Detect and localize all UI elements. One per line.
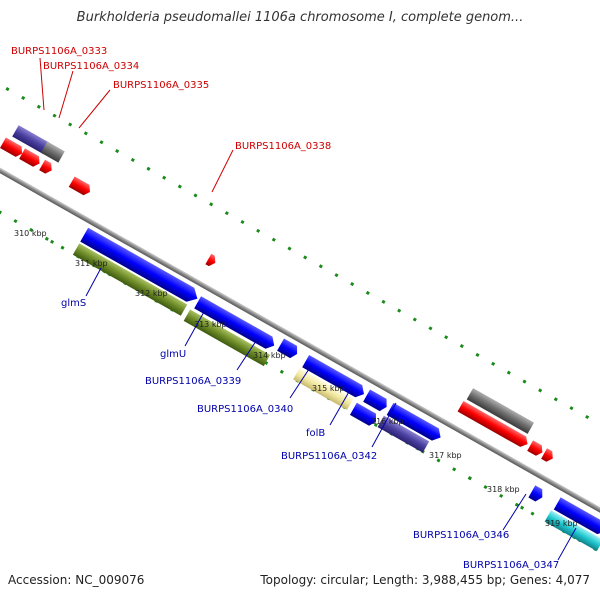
- axis-label-317: 317 kbp: [429, 451, 462, 460]
- gene-reverse-0333[interactable]: [0, 137, 25, 159]
- label-BURPS1106A-0338[interactable]: BURPS1106A_0338: [235, 141, 331, 152]
- leader-0342: [371, 402, 397, 448]
- axis-label-310: 310 kbp: [14, 229, 47, 238]
- label-BURPS1106A-0347[interactable]: BURPS1106A_0347: [463, 560, 559, 571]
- leader-0334: [58, 70, 74, 119]
- axis-label-314: 314 kbp: [253, 351, 286, 360]
- map-title: Burkholderia pseudomallei 1106a chromoso…: [76, 10, 524, 25]
- axis-label-316: 316 kbp: [371, 417, 404, 426]
- label-glmS[interactable]: glmS: [61, 298, 86, 309]
- label-BURPS1106A-0334[interactable]: BURPS1106A_0334: [43, 61, 139, 72]
- leader-0339: [236, 337, 259, 371]
- leader-0335: [78, 89, 111, 129]
- track-group: [0, 69, 600, 583]
- axis-label-313: 313 kbp: [194, 320, 227, 329]
- axis-label-318: 318 kbp: [487, 485, 520, 494]
- gene-reverse-0335[interactable]: [39, 159, 54, 176]
- axis-label-319: 319 kbp: [545, 519, 578, 528]
- gene-rna-glmS[interactable]: [72, 243, 188, 316]
- axis-label-311: 311 kbp: [75, 259, 108, 268]
- topology-summary: Topology: circular; Length: 3,988,455 bp…: [260, 573, 590, 587]
- leader-0346: [502, 493, 527, 531]
- gene-reverse-0336[interactable]: [68, 176, 93, 197]
- gene-forward-folB[interactable]: [349, 402, 380, 428]
- gene-forward-0340a[interactable]: [363, 389, 390, 414]
- axis-label-315: 315 kbp: [312, 384, 345, 393]
- gene-reverse-0334[interactable]: [19, 148, 42, 168]
- gene-purple-0342[interactable]: [377, 415, 430, 453]
- gene-forward-0339a[interactable]: [277, 338, 300, 361]
- gene-forward-glmU-a[interactable]: [194, 296, 277, 352]
- gene-outer-gray-1[interactable]: [12, 125, 50, 155]
- accession-text: Accession: NC_009076: [8, 573, 145, 587]
- label-folB[interactable]: folB: [306, 428, 325, 439]
- gene-outer-gray-3[interactable]: [466, 388, 535, 434]
- leader-glmS: [85, 267, 102, 297]
- label-BURPS1106A-0340[interactable]: BURPS1106A_0340: [197, 404, 293, 415]
- leader-0333: [39, 57, 45, 111]
- label-BURPS1106A-0333[interactable]: BURPS1106A_0333: [11, 46, 107, 57]
- gene-reverse-outer-2[interactable]: [527, 440, 545, 457]
- leader-0338: [211, 149, 234, 193]
- label-BURPS1106A-0346[interactable]: BURPS1106A_0346: [413, 530, 509, 541]
- leader-glmU: [184, 309, 206, 347]
- leader-folB: [329, 389, 351, 426]
- gene-reverse-0338[interactable]: [205, 253, 218, 268]
- gene-highlight-0339[interactable]: [293, 367, 354, 410]
- label-glmU[interactable]: glmU: [160, 349, 186, 360]
- gene-forward-glmS-a[interactable]: [80, 227, 201, 306]
- leader-0340: [289, 365, 312, 399]
- backbone: [0, 133, 600, 552]
- leader-0347: [557, 527, 577, 561]
- gene-reverse-outer-3[interactable]: [541, 448, 556, 463]
- label-BURPS1106A-0342[interactable]: BURPS1106A_0342: [281, 451, 377, 462]
- gene-forward-0346a[interactable]: [528, 485, 545, 503]
- label-BURPS1106A-0335[interactable]: BURPS1106A_0335: [113, 80, 209, 91]
- gene-forward-0347a[interactable]: [553, 497, 600, 537]
- gene-forward-0342a[interactable]: [386, 402, 444, 444]
- gene-forward-0339b[interactable]: [302, 355, 367, 400]
- label-BURPS1106A-0339[interactable]: BURPS1106A_0339: [145, 376, 241, 387]
- gene-reverse-outer-1[interactable]: [457, 401, 531, 449]
- axis-label-312: 312 kbp: [135, 289, 168, 298]
- gene-outer-gray-2[interactable]: [40, 141, 65, 163]
